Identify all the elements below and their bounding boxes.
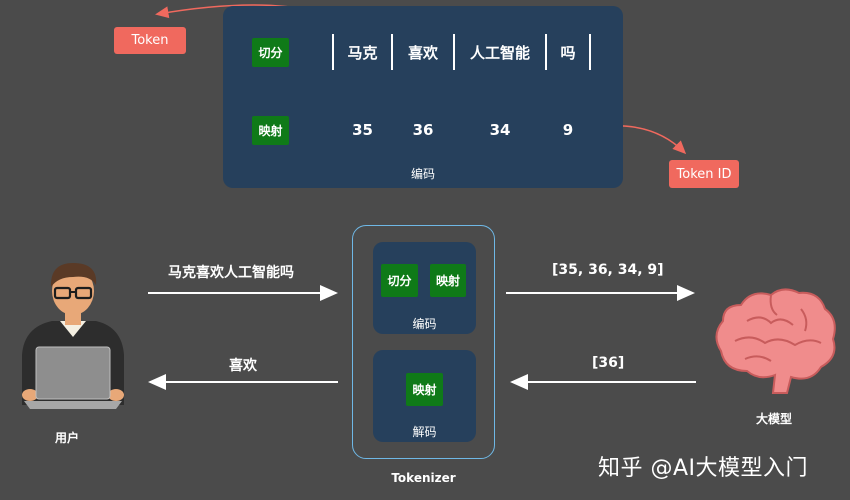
token-ma: 吗	[560, 44, 576, 62]
split-step-badge: 切分	[252, 38, 289, 67]
generated-ids-text: [36]	[592, 355, 625, 371]
encoded-ids-text: [35, 36, 34, 9]	[552, 262, 664, 278]
token-callout: Token	[114, 27, 186, 54]
tokenizer-title: Tokenizer	[391, 471, 456, 485]
token-ma-ke: 马克	[347, 44, 378, 62]
token-divider	[332, 34, 334, 70]
token-id-callout: Token ID	[669, 160, 739, 188]
user-label: 用户	[55, 431, 80, 445]
tokenizer-box	[352, 225, 495, 459]
tokenizer-map-badge: 映射	[430, 264, 466, 297]
token-divider	[391, 34, 393, 70]
tokenizer-decode-map-badge: 映射	[406, 373, 443, 406]
tokenizer-split-badge: 切分	[381, 264, 418, 297]
brain-icon	[715, 288, 836, 394]
token-id: 9	[562, 121, 574, 139]
watermark: 知乎 @AI大模型入门	[598, 456, 809, 481]
response-text: 喜欢	[229, 358, 257, 374]
model-label: 大模型	[756, 412, 793, 426]
token-ren-gong-zhi-neng: 人工智能	[469, 44, 530, 62]
tokenizer-decode-caption: 解码	[412, 425, 437, 439]
token-divider	[545, 34, 547, 70]
encode-panel-caption: 编码	[410, 167, 435, 181]
map-step-badge: 映射	[252, 116, 289, 145]
tokenizer-encode-caption: 编码	[412, 317, 437, 331]
token-xi-huan: 喜欢	[407, 44, 438, 62]
person-at-laptop-icon	[22, 263, 124, 409]
user-input-text: 马克喜欢人工智能吗	[168, 265, 294, 281]
token-id: 34	[489, 121, 511, 139]
token-id: 36	[412, 121, 434, 139]
encode-panel	[223, 6, 623, 188]
token-id: 35	[352, 121, 373, 139]
token-divider	[453, 34, 455, 70]
token-divider	[589, 34, 591, 70]
